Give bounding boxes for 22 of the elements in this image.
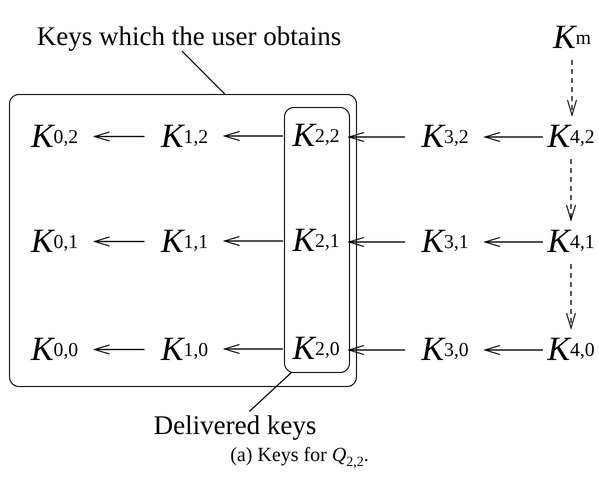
arrow <box>224 236 283 246</box>
arrow <box>566 264 576 328</box>
arrow <box>348 132 405 142</box>
leader-line <box>249 372 292 412</box>
arrow <box>348 345 405 355</box>
caption: (a) Keys for Q$_{2,2}$. <box>230 444 369 471</box>
arrow <box>224 131 283 141</box>
arrow <box>94 236 144 246</box>
highlight-outline <box>284 106 350 372</box>
arrow <box>566 159 576 220</box>
arrow <box>484 345 543 355</box>
callout-text: Delivered keys <box>145 408 325 442</box>
arrow <box>94 344 144 354</box>
callout-text: Keys which the user obtains <box>14 18 364 54</box>
arrow <box>484 237 543 247</box>
leader-line <box>182 50 226 94</box>
arrow <box>484 132 543 142</box>
arrow <box>567 60 577 116</box>
group-outline <box>9 94 357 387</box>
arrow <box>94 132 144 142</box>
arrow <box>348 237 405 247</box>
arrow <box>224 344 283 354</box>
